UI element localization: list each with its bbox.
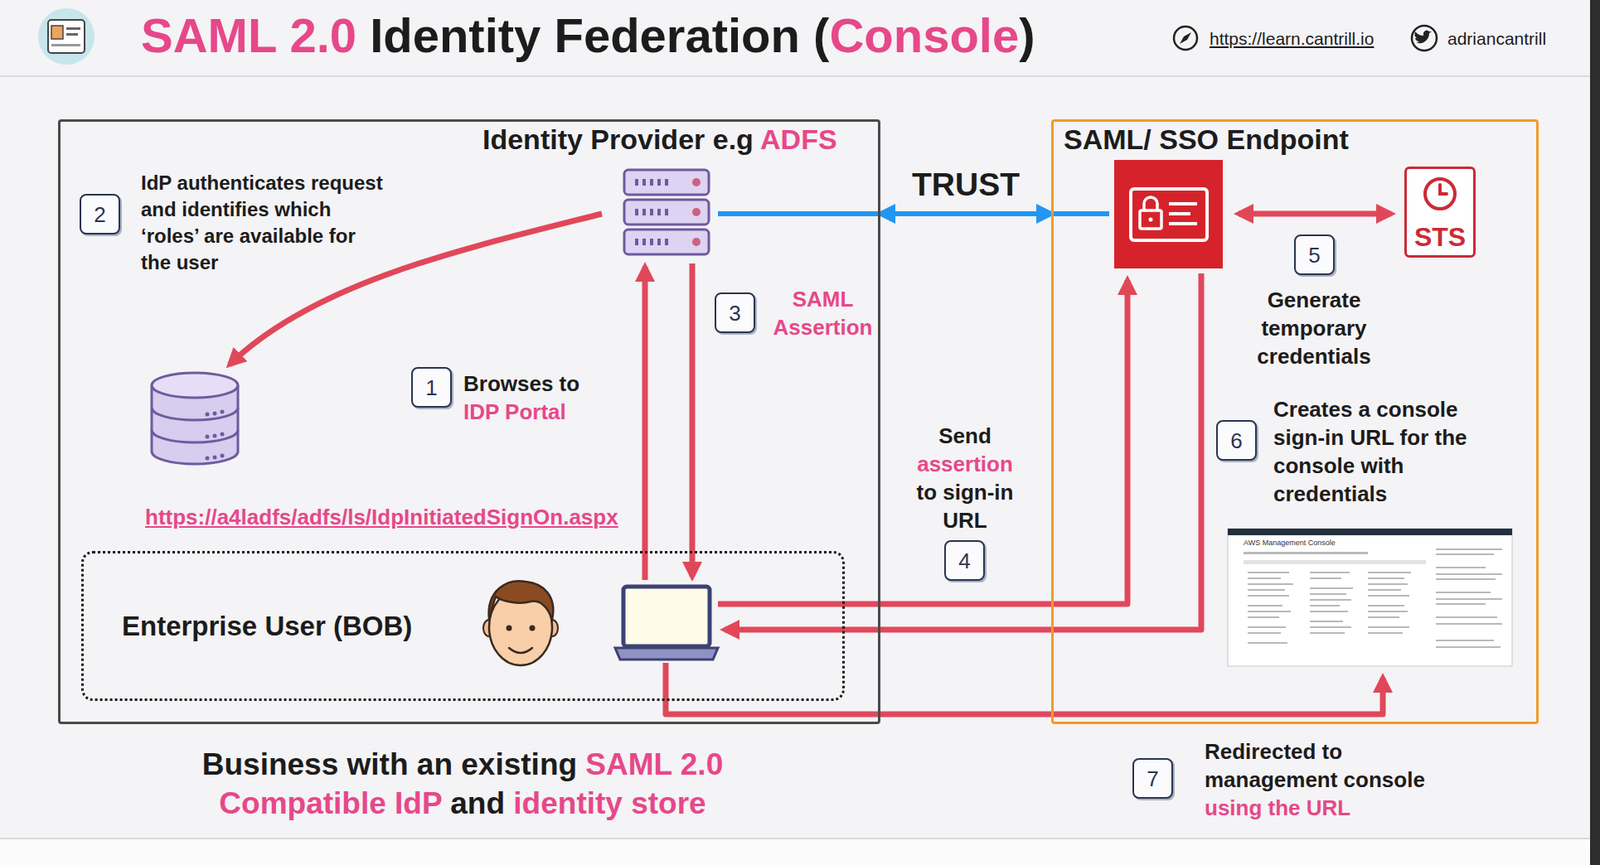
edge-label: TRUST bbox=[911, 166, 1020, 204]
text-run: Business with an existing bbox=[202, 747, 587, 782]
text-run: https://a4ladfs/adfs/ls/IdpInitiatedSign… bbox=[145, 504, 619, 530]
box-heading: STS bbox=[1414, 222, 1466, 253]
text-run: Send bbox=[938, 423, 992, 449]
callout-number: 4 bbox=[944, 540, 985, 582]
text-run: Creates a console sign-in URL for the co… bbox=[1273, 397, 1468, 507]
clock-symbol bbox=[1406, 169, 1474, 219]
footer-band bbox=[0, 838, 1591, 865]
database-icon bbox=[151, 373, 238, 465]
text-run: SAML Assertion bbox=[773, 286, 873, 340]
author-handle: adriancantrill bbox=[1447, 27, 1547, 50]
text-run: 7 bbox=[1146, 768, 1159, 791]
signin-url-arrow bbox=[724, 273, 1202, 631]
text-run: using the URL bbox=[1204, 795, 1351, 821]
box-heading: Identity Provider e.g ADFS bbox=[482, 123, 838, 156]
text-run: 1 bbox=[425, 377, 437, 399]
console-caption: AWS Management Console bbox=[1243, 538, 1336, 549]
text-run: Console bbox=[829, 8, 1019, 63]
sts-service: STS bbox=[1404, 166, 1476, 258]
text-run: adriancantrill bbox=[1447, 29, 1547, 49]
caption-text: Business with an existing SAML 2.0 Compa… bbox=[172, 745, 753, 824]
text-run: Enterprise User (BOB) bbox=[121, 610, 413, 642]
text-run: Redirected to management console bbox=[1204, 739, 1426, 793]
server-icon bbox=[624, 169, 709, 255]
console-screenshot bbox=[1227, 528, 1513, 667]
step-note: Browses to IDP Portal bbox=[463, 369, 597, 427]
badge-icon bbox=[38, 8, 95, 65]
text-run: Browses to bbox=[463, 371, 580, 397]
send-assertion-arrow bbox=[717, 280, 1128, 605]
aws-region: SAML/ SSO EndpointSTS bbox=[1051, 119, 1539, 725]
header-divider bbox=[0, 75, 1591, 78]
text-run: AWS Management Console bbox=[1243, 538, 1336, 548]
compass-icon bbox=[1173, 26, 1198, 50]
text-run: Generate temporary credentials bbox=[1256, 287, 1371, 369]
text-run: TRUST bbox=[911, 166, 1020, 203]
text-run: and bbox=[441, 786, 514, 821]
text-run: 5 bbox=[1308, 244, 1320, 267]
text-run: IdP authenticates request and identifies… bbox=[140, 171, 384, 274]
step-note: Redirected to management console using t… bbox=[1204, 737, 1454, 823]
callout-number: 2 bbox=[79, 193, 121, 235]
text-run: Identity Federation ( bbox=[356, 8, 830, 63]
user-group: Enterprise User (BOB) bbox=[81, 551, 845, 702]
text-run: assertion bbox=[916, 451, 1014, 477]
text-run: identity store bbox=[513, 786, 706, 821]
trust-stub bbox=[717, 211, 881, 217]
footer-divider bbox=[0, 838, 1591, 840]
callout-number: 7 bbox=[1132, 758, 1174, 800]
callout-number: 6 bbox=[1216, 420, 1257, 461]
saml-endpoint-icon bbox=[1114, 160, 1223, 269]
text-run: 3 bbox=[728, 302, 741, 325]
text-run: https://learn.cantrill.io bbox=[1209, 29, 1374, 49]
text-run: ADFS bbox=[760, 123, 838, 156]
text-run: 2 bbox=[93, 203, 106, 226]
twitter-icon bbox=[1411, 25, 1437, 51]
text-run: IDP Portal bbox=[463, 399, 567, 425]
text-run: 4 bbox=[958, 550, 970, 573]
box-heading: Enterprise User (BOB) bbox=[121, 610, 413, 643]
trust-stub bbox=[1051, 211, 1110, 217]
text-run: Identity Provider e.g bbox=[482, 123, 761, 156]
page-title: SAML 2.0 Identity Federation (Console) bbox=[140, 6, 1036, 65]
site-link: https://learn.cantrill.io bbox=[1209, 27, 1374, 50]
sts-arrow bbox=[1238, 211, 1392, 218]
trust-arrow bbox=[880, 211, 1052, 217]
idp-region: Identity Provider e.g ADFS Enterprise Use… bbox=[58, 119, 881, 725]
callout-number: 3 bbox=[714, 292, 756, 334]
side-strip bbox=[1590, 0, 1600, 865]
text-run: ) bbox=[1018, 8, 1035, 63]
step-note: Creates a console sign-in URL for the co… bbox=[1273, 395, 1506, 509]
user-face bbox=[483, 581, 558, 666]
text-run: to sign-in URL bbox=[916, 480, 1014, 534]
text-run: 6 bbox=[1230, 430, 1242, 452]
browse-arrow bbox=[642, 266, 649, 581]
assertion-arrow bbox=[689, 263, 696, 577]
redirect-arrow bbox=[665, 663, 1383, 715]
text-run: STS bbox=[1414, 222, 1466, 253]
box-heading: SAML/ SSO Endpoint bbox=[1063, 123, 1349, 156]
step-note: IdP authenticates request and identifies… bbox=[140, 169, 388, 277]
text-run: SAML/ SSO Endpoint bbox=[1063, 123, 1349, 156]
text-run: SAML 2.0 bbox=[140, 8, 357, 63]
step-note: Generate temporary credentials bbox=[1247, 286, 1381, 371]
portal-url: https://a4ladfs/adfs/ls/IdpInitiatedSign… bbox=[145, 504, 619, 533]
callout-number: 5 bbox=[1294, 234, 1335, 276]
step-note: Send assertion to sign-in URL bbox=[906, 421, 1024, 535]
callout-number: 1 bbox=[411, 367, 452, 408]
step-note: SAML Assertion bbox=[766, 285, 879, 342]
laptop-icon bbox=[615, 586, 718, 660]
